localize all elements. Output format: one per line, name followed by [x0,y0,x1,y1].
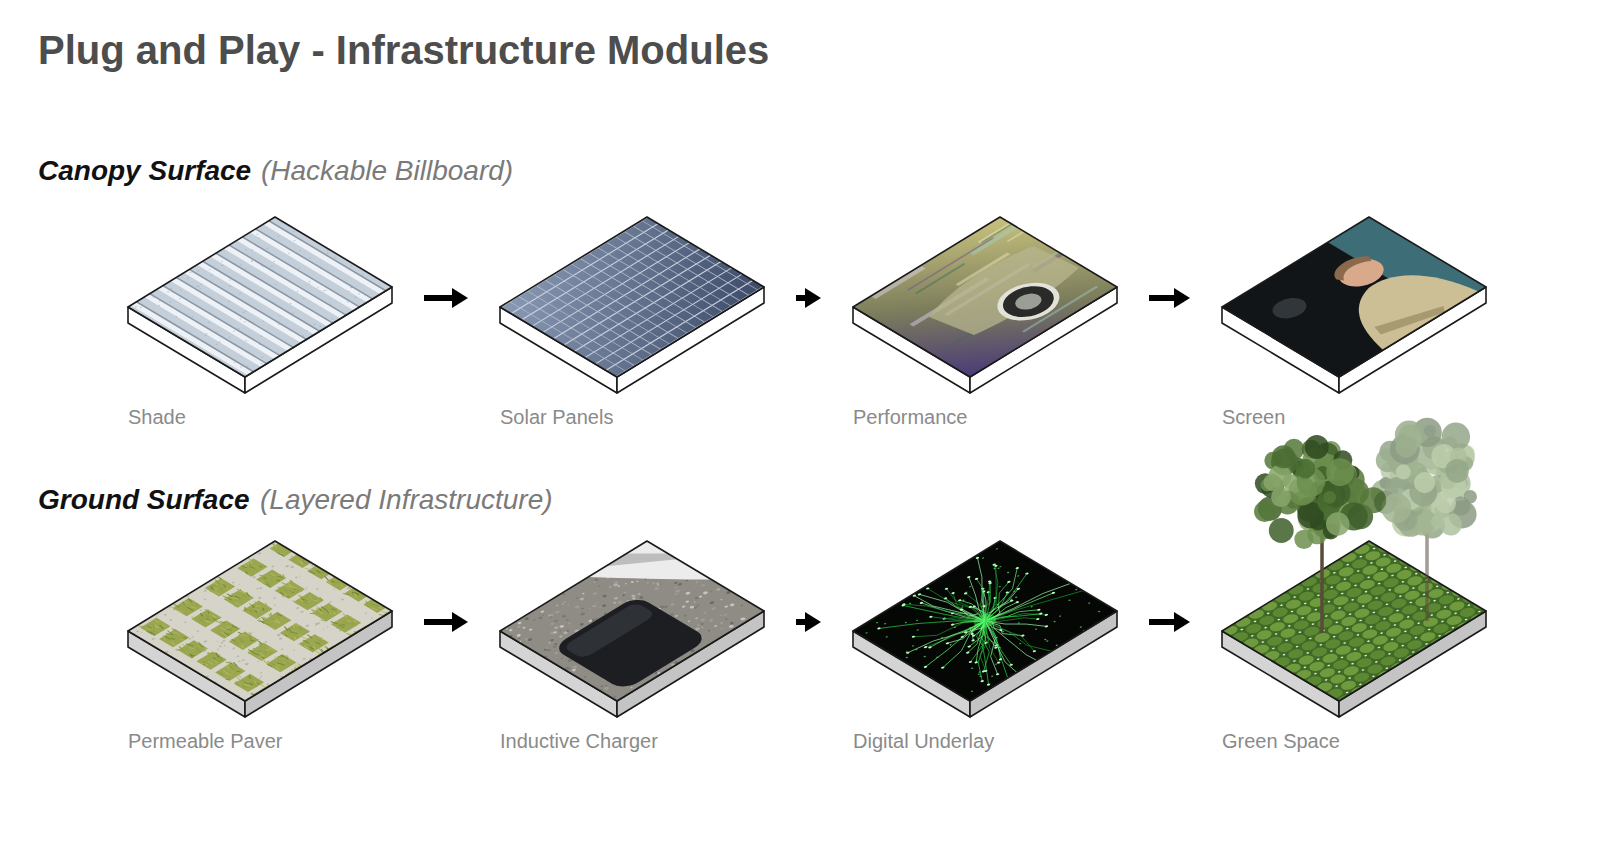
module-slab [128,217,392,393]
module-slab [1222,217,1486,393]
flow-arrow [424,295,452,301]
module-tile: Screen [1222,217,1486,429]
module-slab [853,541,1117,717]
module-tile: Inductive Charger [500,541,764,753]
module-label: Permeable Paver [128,729,392,753]
module-tile: Shade [128,217,392,429]
section-heading: Canopy Surface [38,153,251,189]
flow-arrow [1149,619,1174,625]
module-tile: Performance [853,217,1117,429]
module-label: Solar Panels [500,405,764,429]
module-tile: Solar Panels [500,217,764,429]
module-slab [1222,541,1486,717]
module-label: Performance [853,405,1117,429]
module-slab [853,217,1117,393]
flow-arrow [1149,295,1174,301]
module-label: Digital Underlay [853,729,1117,753]
flow-arrow [424,619,452,625]
module-tile: Green Space [1222,541,1486,753]
module-label: Screen [1222,405,1486,429]
diagram-title: Plug and Play - Infrastructure Modules [38,26,769,74]
module-tile: Digital Underlay [853,541,1117,753]
flow-arrow [796,295,805,301]
section-heading: (Layered Infrastructure) [260,482,553,518]
section-heading: Ground Surface [38,482,250,518]
module-label: Shade [128,405,392,429]
module-label: Green Space [1222,729,1486,753]
flow-arrow [796,619,805,625]
module-label: Inductive Charger [500,729,764,753]
module-slab [500,541,764,717]
module-slab [500,217,764,393]
module-tile: Permeable Paver [128,541,392,753]
section-heading: (Hackable Billboard) [261,153,513,189]
module-slab [128,541,392,717]
